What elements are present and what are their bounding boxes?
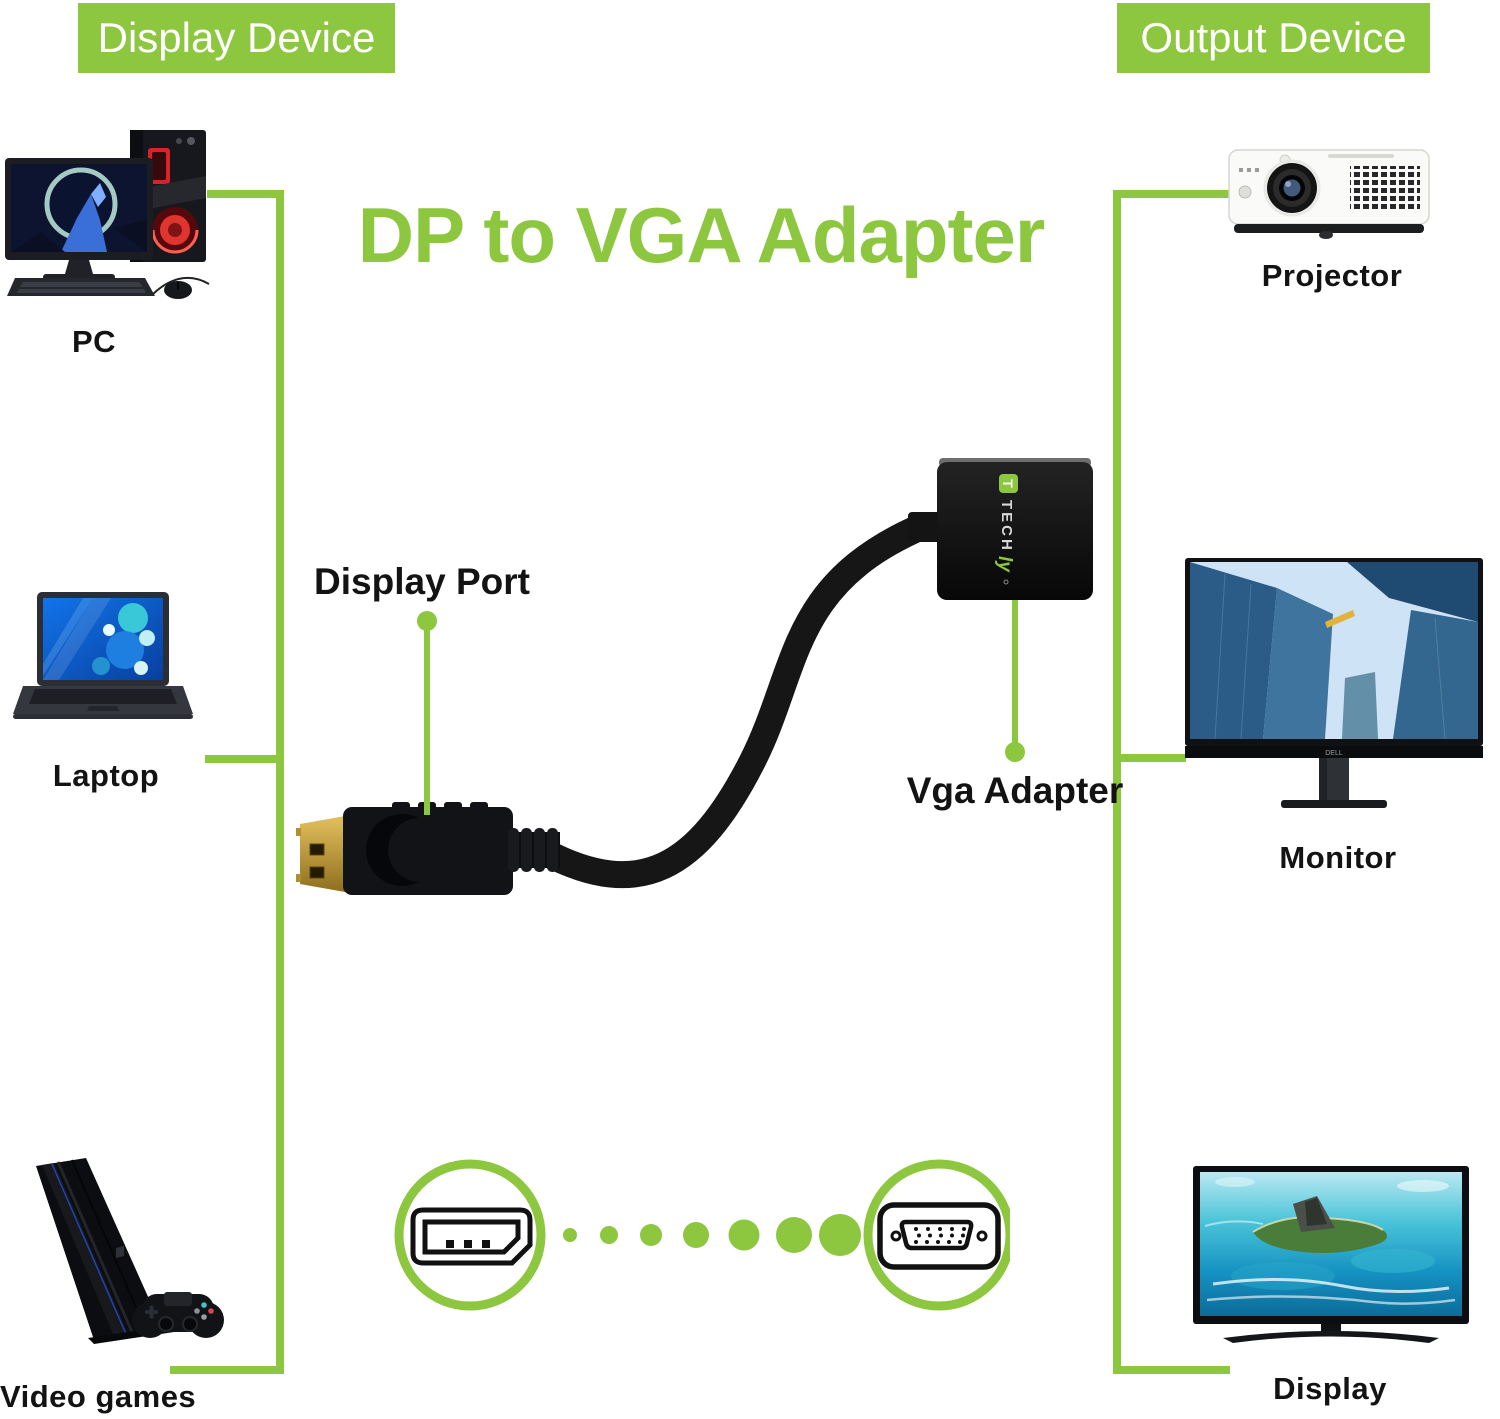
left-bus-line xyxy=(276,190,284,1374)
pc-monitor-stand xyxy=(43,260,115,280)
display-device-banner-label: Display Device xyxy=(97,14,376,61)
adapter-image: T TECH ly xyxy=(296,458,1093,895)
connector-icons xyxy=(394,1159,1010,1311)
display-label: Display xyxy=(1273,1371,1387,1406)
displayport-port-icon xyxy=(394,1159,546,1311)
display-device-banner: Display Device xyxy=(78,3,395,73)
vga-pins xyxy=(914,1227,966,1244)
projector-label: Projector xyxy=(1261,258,1403,293)
laptop-icon xyxy=(13,592,193,719)
techly-brand-suffix: ly xyxy=(994,556,1015,573)
ps4-controller-icon xyxy=(132,1292,224,1338)
pc-image xyxy=(5,130,210,299)
pc-mouse-icon xyxy=(152,277,210,299)
techly-brand-text: TECH xyxy=(998,500,1015,553)
laptop-image xyxy=(13,592,193,719)
projector-branch-line xyxy=(1121,190,1232,198)
pc-label: PC xyxy=(71,324,117,359)
display-branch-line xyxy=(1121,1366,1230,1374)
vga-adapter-label: Vga Adapter xyxy=(906,770,1124,811)
display-port-label: Display Port xyxy=(314,561,530,602)
monitor-icon: DELL xyxy=(1185,558,1483,808)
displayport-plug xyxy=(296,802,560,895)
pc-monitor-icon xyxy=(5,158,153,260)
display-port-callout-dot xyxy=(417,611,437,631)
vga-port-icon xyxy=(863,1159,1010,1311)
output-device-banner: Output Device xyxy=(1117,3,1430,73)
tv-icon xyxy=(1193,1166,1469,1343)
display-port-callout-line xyxy=(424,629,430,815)
videogames-branch-line xyxy=(170,1366,276,1374)
techly-logo: T TECH ly xyxy=(994,474,1018,585)
vga-adapter-callout-line xyxy=(1012,600,1018,744)
laptop-label: Laptop xyxy=(52,758,160,793)
right-bus-line xyxy=(1113,190,1121,1374)
techly-logo-letter: T xyxy=(1000,479,1016,488)
output-device-banner-label: Output Device xyxy=(1140,14,1407,61)
vga-adapter-housing: T TECH ly xyxy=(908,458,1093,600)
monitor-label: Monitor xyxy=(1279,840,1397,875)
monitor-image: DELL xyxy=(1185,558,1483,808)
laptop-branch-line xyxy=(205,755,276,763)
connection-dots xyxy=(563,1214,861,1256)
adapter-cable xyxy=(531,516,928,888)
monitor-brand-text: DELL xyxy=(1325,750,1343,757)
pc-branch-line xyxy=(207,190,276,198)
vga-adapter-callout-dot xyxy=(1005,742,1025,762)
projector-icon xyxy=(1228,149,1430,239)
pc-keyboard-icon xyxy=(7,278,155,296)
videogames-label: Video games xyxy=(0,1379,197,1414)
videogames-image xyxy=(36,1158,224,1344)
projector-image xyxy=(1228,149,1430,239)
monitor-branch-line xyxy=(1121,754,1186,762)
ps4-dpad xyxy=(145,1305,158,1319)
page-title: DP to VGA Adapter xyxy=(357,191,1046,279)
display-image xyxy=(1193,1166,1469,1343)
